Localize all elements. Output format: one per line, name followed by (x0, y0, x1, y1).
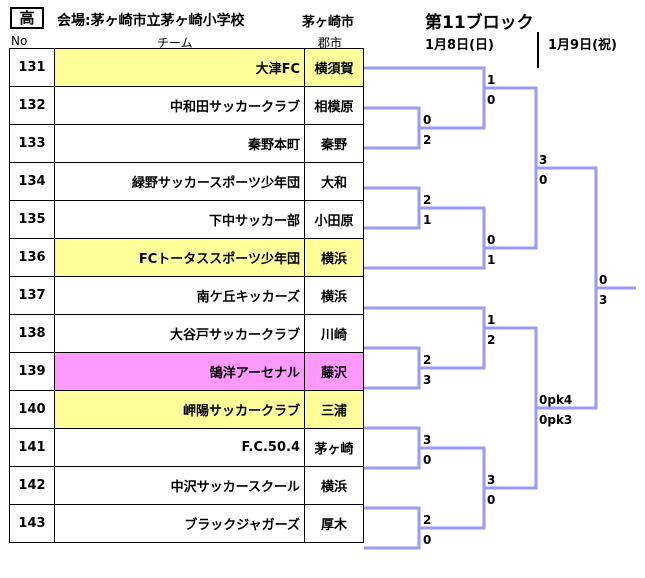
team-city: 横浜 (304, 466, 364, 505)
date-day2: 1月9日(祝) (548, 38, 617, 53)
team-number: 133 (9, 124, 55, 163)
team-number: 134 (9, 162, 55, 201)
team-city: 藤沢 (304, 352, 364, 391)
team-city: 茅ヶ崎 (304, 428, 364, 467)
column-header-team: チーム (157, 36, 193, 50)
block-title: 第11ブロック (425, 13, 534, 33)
team-city: 大和 (304, 162, 364, 201)
bracket-match-140-141 (364, 426, 421, 470)
score-semi-b: 0pk3 (539, 413, 573, 427)
score-140: 3 (423, 433, 432, 447)
score-134: 2 (423, 193, 432, 207)
score-132: 0 (423, 113, 432, 127)
team-number: 135 (9, 200, 55, 239)
team-name: 下中サッカー部 (54, 200, 305, 239)
score-131: 1 (487, 73, 496, 87)
team-number: 142 (9, 466, 55, 505)
score-134-135-winner: 0 (487, 233, 496, 247)
venue-label: 会場:茅ヶ崎市立茅ヶ崎小学校 (57, 13, 245, 29)
column-header-city: 郡市 (318, 36, 343, 50)
column-header-no: No (11, 34, 28, 48)
team-city: 横須賀 (304, 48, 364, 87)
team-name: 鵠洋アーセナル (54, 352, 305, 391)
team-name: 中沢サッカースクール (54, 466, 305, 505)
team-city: 横浜 (304, 276, 364, 315)
team-city: 三浦 (304, 390, 364, 429)
bracket-match-top-quarter (484, 86, 538, 250)
score-142: 2 (423, 513, 432, 527)
team-name: 岬陽サッカークラブ (54, 390, 305, 429)
bracket-match-137 (364, 306, 486, 370)
bracket-match-final (536, 166, 598, 410)
bracket-match-131 (364, 66, 486, 130)
score-135: 1 (423, 213, 432, 227)
score-139: 3 (423, 373, 432, 387)
team-name: F.C.50.4 (54, 428, 305, 467)
team-city: 小田原 (304, 200, 364, 239)
host-city-label: 茅ヶ崎市 (302, 15, 355, 30)
grade-label: 高 (10, 7, 44, 29)
score-top-a: 3 (539, 153, 548, 167)
bracket-match-136 (364, 206, 486, 270)
bracket-match-134-135 (364, 186, 421, 230)
score-141: 0 (423, 453, 432, 467)
score-bottom-qa: 3 (487, 473, 496, 487)
team-number: 132 (9, 86, 55, 125)
score-138: 2 (423, 353, 432, 367)
team-number: 137 (9, 276, 55, 315)
team-city: 相模原 (304, 86, 364, 125)
team-city: 厚木 (304, 504, 364, 543)
team-city: 川崎 (304, 314, 364, 353)
score-top-b: 0 (539, 173, 548, 187)
score-133: 2 (423, 133, 432, 147)
team-city: 秦野 (304, 124, 364, 163)
bracket-match-bottom-semi (484, 326, 538, 490)
score-bottom-qb: 0 (487, 493, 496, 507)
score-136: 1 (487, 253, 496, 267)
bracket-match-142-143 (364, 506, 421, 550)
score-143: 0 (423, 533, 432, 547)
team-number: 141 (9, 428, 55, 467)
team-number: 143 (9, 504, 55, 543)
bracket-match-138-139 (364, 346, 421, 390)
score-138-139-winner: 2 (487, 333, 496, 347)
score-137: 1 (487, 313, 496, 327)
score-final-b: 3 (599, 293, 608, 307)
score-final-a: 0 (599, 273, 608, 287)
team-name: ブラックジャガーズ (54, 504, 305, 543)
score-132-133-winner: 0 (487, 93, 496, 107)
team-number: 138 (9, 314, 55, 353)
score-semi-a: 0pk4 (539, 393, 573, 407)
date-day1: 1月8日(日) (425, 38, 494, 53)
bracket-match-132-133 (364, 106, 421, 150)
team-number: 139 (9, 352, 55, 391)
date-separator (537, 32, 539, 68)
team-name: 大津FC (54, 48, 305, 87)
